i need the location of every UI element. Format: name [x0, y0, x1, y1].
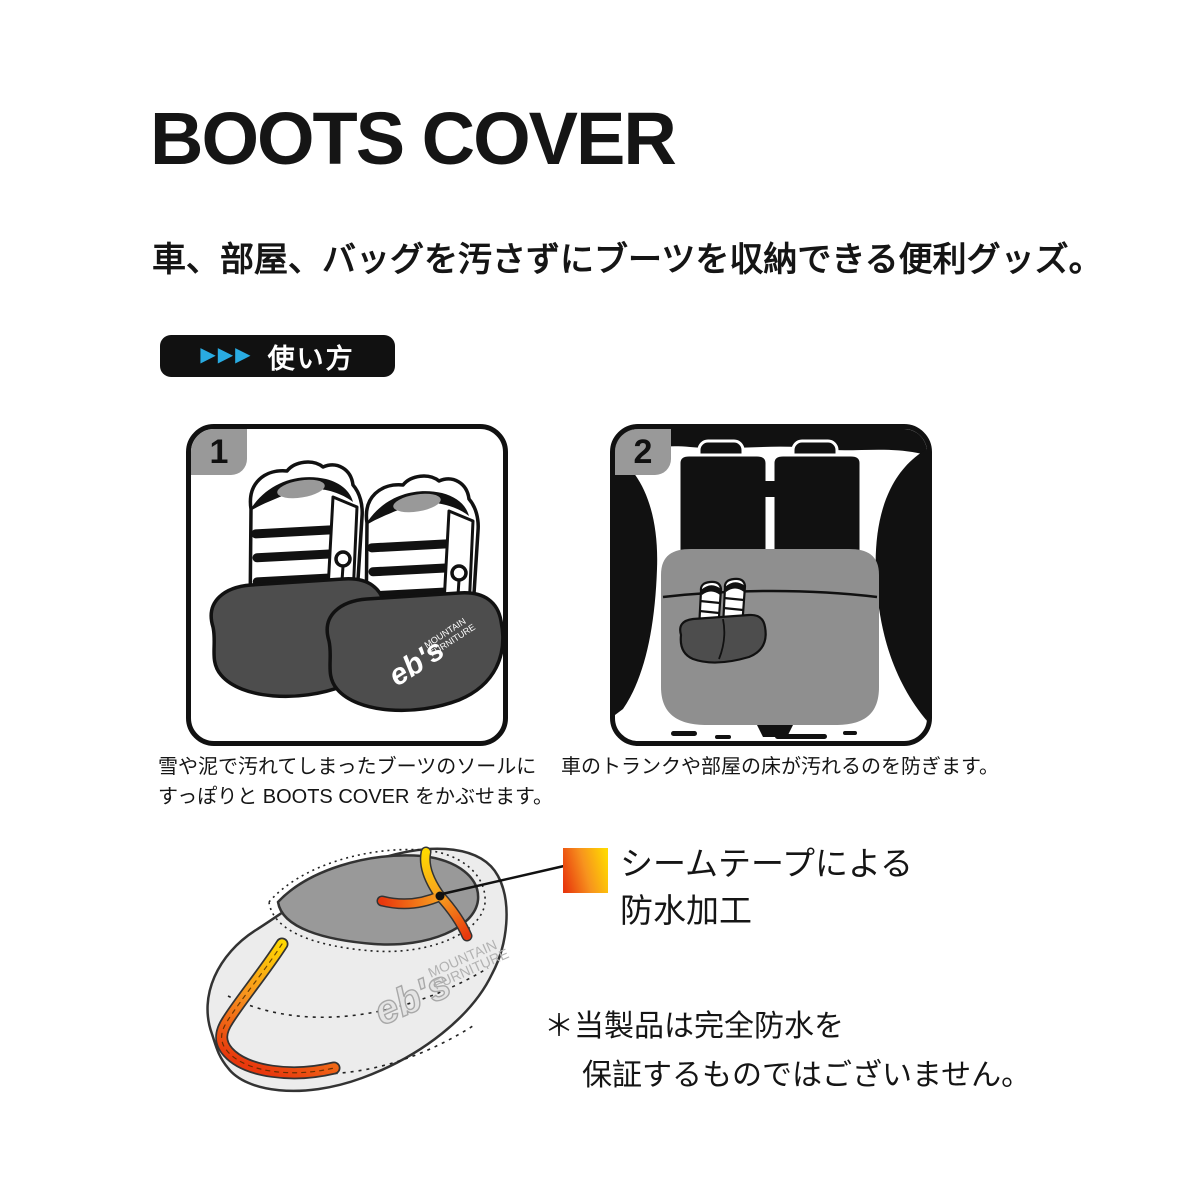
step-number-badge-1: 1	[191, 429, 247, 475]
callout-line	[441, 864, 565, 896]
trunk-frame	[615, 429, 927, 721]
step-box-1: eb's MOUNTAIN FURNITURE 1	[186, 424, 508, 746]
step-caption-2-line1: 車のトランクや部屋の床が汚れるのを防ぎます。	[561, 756, 999, 778]
page-subtitle: 車、部屋、バッグを汚さずにブーツを収納できる便利グッズ。	[152, 241, 1103, 279]
usage-section-badge: ▶▶▶ 使い方	[160, 335, 395, 377]
disclaimer-line2: 保証するものではございません。	[582, 1059, 1032, 1092]
step-caption-2: 車のトランクや部屋の床が汚れるのを防ぎます。	[561, 752, 999, 782]
seat-latch	[765, 481, 775, 497]
seam-tape-label-line2: 防水加工	[620, 892, 752, 929]
seat-back	[677, 453, 769, 561]
disclaimer-note: ＊当製品は完全防水を 保証するものではございません。	[544, 1002, 1031, 1100]
page-title: BOOTS COVER	[150, 97, 677, 180]
step-caption-1: 雪や泥で汚れてしまったブーツのソールに すっぽりと BOOTS COVER をか…	[158, 752, 553, 812]
step-caption-1-line2: すっぽりと BOOTS COVER をかぶせます。	[158, 786, 554, 808]
rim-stitch-line	[268, 848, 486, 953]
triple-arrow-icon: ▶▶▶	[200, 344, 253, 366]
rear-seats	[677, 439, 863, 561]
body-stitch-line	[227, 967, 489, 1019]
seam-tape-cover-illustration: eb's MOUNTAIN FURNITURE	[206, 846, 565, 1093]
boots-with-cover-illustration: eb's MOUNTAIN FURNITURE	[209, 460, 503, 713]
ground-marks	[671, 725, 857, 739]
step-caption-1-line1: 雪や泥で汚れてしまったブーツのソールに	[158, 756, 537, 778]
disclaimer-line1: ＊当製品は完全防水を	[544, 1010, 844, 1043]
seam-tape-label: シームテープによる 防水加工	[620, 840, 913, 934]
usage-label: 使い方	[267, 343, 355, 374]
car-trunk-illustration	[615, 429, 927, 739]
seam-tape-label-line1: シームテープによる	[620, 845, 914, 882]
mini-boots-in-trunk	[679, 577, 767, 664]
step-number-badge-2: 2	[615, 429, 671, 475]
seam-tape-swatch	[563, 848, 608, 893]
seat-back	[771, 453, 863, 561]
sole-stitch-line	[247, 1023, 477, 1075]
seam-tape-outer	[215, 937, 341, 1080]
step-box-2: 2	[610, 424, 932, 746]
